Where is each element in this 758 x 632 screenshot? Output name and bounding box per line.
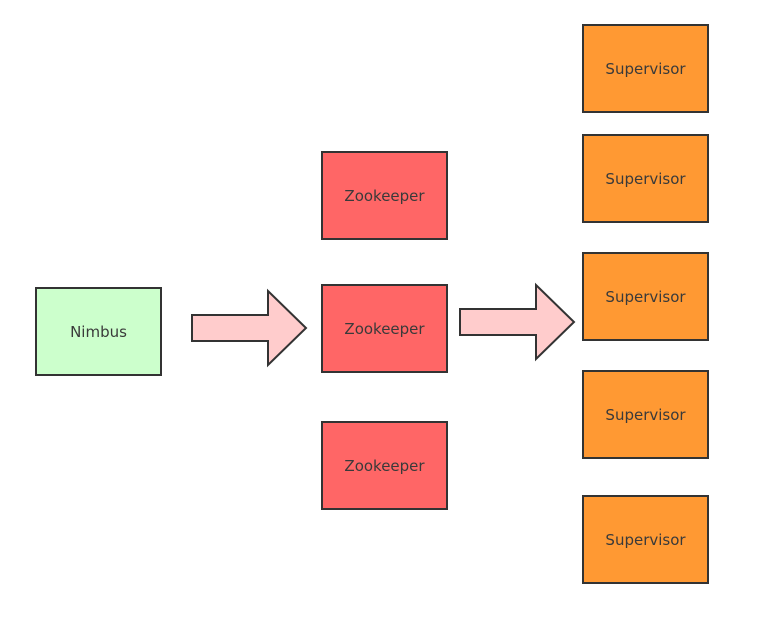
zookeeper-label: Zookeeper bbox=[344, 186, 425, 205]
supervisor-label: Supervisor bbox=[605, 405, 686, 424]
supervisor-label: Supervisor bbox=[605, 530, 686, 549]
zookeeper-node: Zookeeper bbox=[321, 284, 448, 373]
supervisor-label: Supervisor bbox=[605, 287, 686, 306]
zookeeper-label: Zookeeper bbox=[344, 456, 425, 475]
zookeeper-node: Zookeeper bbox=[321, 151, 448, 240]
nimbus-label: Nimbus bbox=[70, 322, 127, 341]
supervisor-node: Supervisor bbox=[582, 134, 709, 223]
zookeeper-label: Zookeeper bbox=[344, 319, 425, 338]
supervisor-node: Supervisor bbox=[582, 24, 709, 113]
nimbus-node: Nimbus bbox=[35, 287, 162, 376]
supervisor-node: Supervisor bbox=[582, 495, 709, 584]
supervisor-node: Supervisor bbox=[582, 370, 709, 459]
arrow-zookeeper-to-supervisor bbox=[459, 282, 576, 362]
zookeeper-node: Zookeeper bbox=[321, 421, 448, 510]
arrow-nimbus-to-zookeeper bbox=[191, 288, 308, 368]
supervisor-label: Supervisor bbox=[605, 169, 686, 188]
supervisor-label: Supervisor bbox=[605, 59, 686, 78]
supervisor-node: Supervisor bbox=[582, 252, 709, 341]
